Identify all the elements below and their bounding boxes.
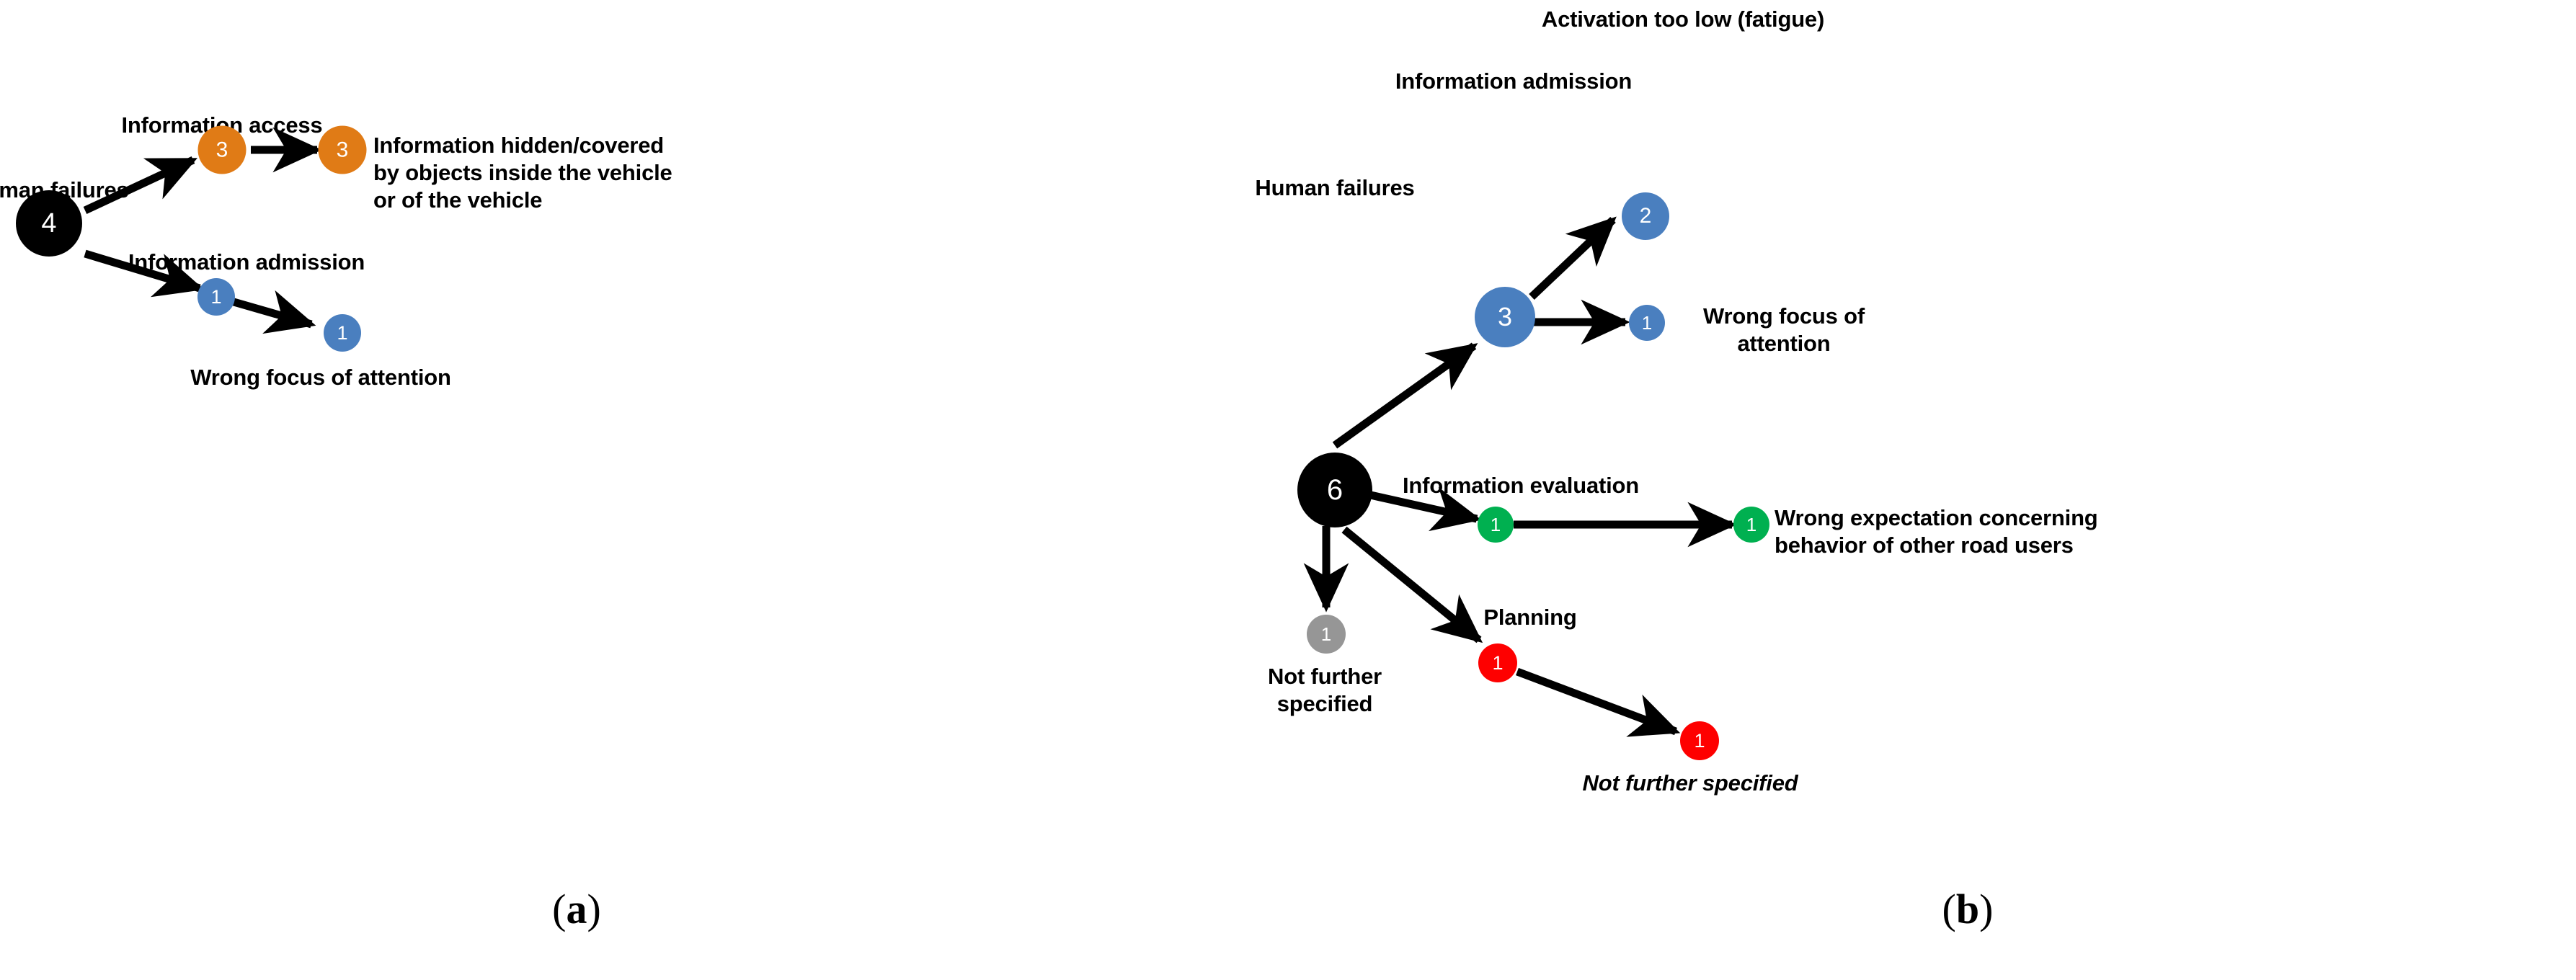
edge-planning-to-outcome bbox=[1516, 667, 1681, 737]
panel-b-edges bbox=[1303, 216, 1737, 737]
edge-root-to-planning bbox=[1341, 526, 1483, 643]
panel-a: Human failures 4 Information access 3 3 … bbox=[0, 0, 1225, 980]
panel-a-access-outcome-node[interactable]: 3 bbox=[318, 125, 367, 174]
panel-b-focus-label: Wrong focus of attention bbox=[1703, 303, 1865, 356]
panel-b-caption-open: ( bbox=[1942, 886, 1956, 932]
edge-root-to-admission bbox=[84, 249, 205, 298]
panel-b-caption-close: ) bbox=[1979, 886, 1994, 932]
panel-b-planning-node[interactable]: 1 bbox=[1478, 643, 1517, 682]
panel-b-root-label: Human failures bbox=[1255, 175, 1415, 200]
panel-b-caption: (b) bbox=[1942, 885, 1994, 933]
panel-b-admission-node[interactable]: 3 bbox=[1475, 287, 1535, 347]
panel-b-root-node[interactable]: 6 bbox=[1297, 453, 1372, 527]
panel-b-focus-node[interactable]: 1 bbox=[1629, 305, 1665, 341]
panel-b-planning-outcome-node[interactable]: 1 bbox=[1680, 721, 1719, 760]
panel-a-root-label: Human failures bbox=[0, 177, 129, 202]
panel-b-expectation-label: Wrong expectation concerning behavior of… bbox=[1775, 505, 2098, 558]
edge-root-to-admission bbox=[1332, 342, 1478, 449]
panel-b-unspecified-node[interactable]: 1 bbox=[1307, 615, 1346, 654]
panel-b-planning-label: Planning bbox=[1483, 605, 1577, 630]
panel-b-evaluation-node[interactable]: 1 bbox=[1478, 507, 1514, 543]
panel-b-admission-label: Information admission bbox=[1395, 68, 1633, 94]
panel-a-caption-letter: a bbox=[566, 886, 587, 932]
panel-a-admission-node[interactable]: 1 bbox=[197, 278, 235, 316]
panel-a-caption-close: ) bbox=[587, 886, 601, 932]
panel-a-admission-outcome-node[interactable]: 1 bbox=[324, 314, 361, 352]
panel-b-expectation-node[interactable]: 1 bbox=[1733, 507, 1769, 543]
panel-b-planning-outcome-label: Not further specified bbox=[1582, 770, 1798, 796]
panel-b-caption-letter: b bbox=[1955, 886, 1980, 932]
panel-a-admission-outcome-label: Wrong focus of attention bbox=[190, 365, 451, 390]
panel-b-fatigue-node[interactable]: 2 bbox=[1622, 192, 1669, 240]
panel-a-root-node[interactable]: 4 bbox=[16, 190, 82, 257]
panel-b-evaluation-label: Information evaluation bbox=[1402, 473, 1640, 498]
panel-a-admission-label: Information admission bbox=[128, 249, 365, 275]
edge-root-to-access bbox=[83, 156, 197, 214]
panel-b-unspecified-label: Not further specified bbox=[1268, 664, 1382, 716]
panel-a-access-outcome-label: Information hidden/covered by objects in… bbox=[373, 133, 672, 213]
panel-a-access-node[interactable]: 3 bbox=[197, 125, 247, 174]
panel-b: Human failures 6 Information admission 3… bbox=[1225, 0, 2576, 980]
panel-a-caption-open: ( bbox=[552, 886, 567, 932]
edge-admission-to-fatigue bbox=[1529, 216, 1617, 300]
panel-a-caption: (a) bbox=[552, 885, 601, 933]
panel-b-fatigue-label: Activation too low (fatigue) bbox=[1541, 6, 1825, 32]
